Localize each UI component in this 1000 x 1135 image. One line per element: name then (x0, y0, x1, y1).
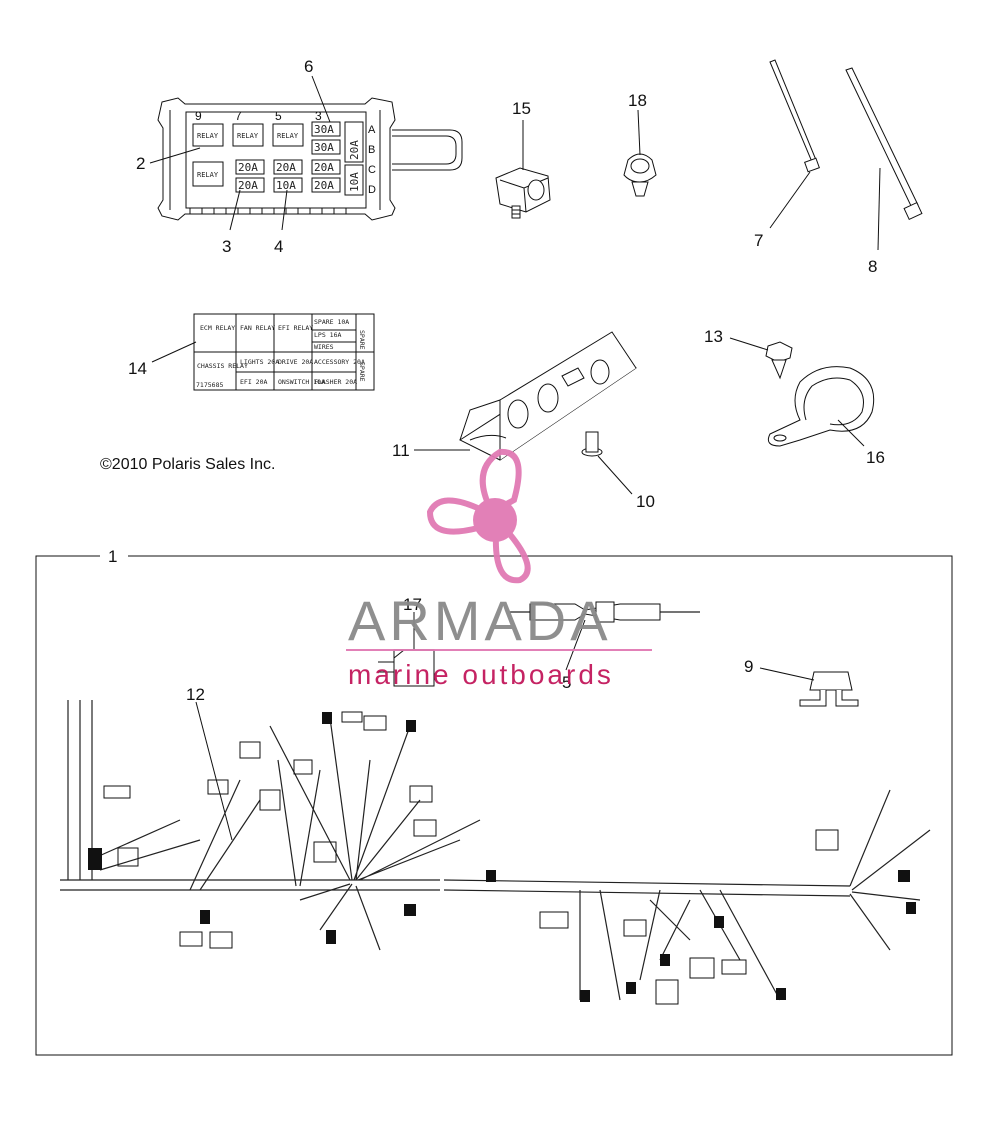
callout-15: 15 (512, 99, 531, 118)
decal-cell: WIRES (314, 343, 334, 351)
fuse-label: 30A (314, 123, 334, 136)
p-clamp-part-16 (767, 366, 875, 447)
decal-cell: ACCESSORY 20A (314, 358, 365, 366)
decal-cell: SPARE (358, 330, 366, 350)
row-letter: B (368, 144, 375, 156)
rivet-part-10 (581, 431, 603, 457)
decal-cell: SPARE (358, 362, 366, 382)
relay-label: RELAY (237, 132, 259, 140)
decal-cell: EFI RELAY (278, 324, 313, 332)
decal-cell: DRIVE 20A (278, 358, 313, 366)
decal-cell: FAN RELAY (240, 324, 275, 332)
bracket-part-11 (458, 331, 637, 461)
fuse-box: 9 7 5 3 RELAY RELAY RELAY RELAY 30A 30A … (157, 97, 463, 221)
armada-watermark: ARMADA marine outboards (346, 448, 652, 690)
decal-cell: SPARE 10A (314, 318, 349, 326)
callout-4: 4 (274, 237, 283, 256)
decal-cell: EFI 20A (240, 378, 267, 386)
cavity-number: 5 (275, 109, 282, 123)
relay-part-17 (378, 649, 435, 687)
row-letter: D (368, 184, 376, 196)
row-letter: A (368, 124, 376, 136)
row-letter: C (368, 164, 376, 176)
fuse-label: 20A (276, 161, 296, 174)
callout-18: 18 (628, 91, 647, 110)
fuse-label: 20A (314, 179, 334, 192)
breaker-part-9 (799, 671, 859, 707)
cable-tie-8 (845, 67, 923, 221)
callout-8: 8 (868, 257, 877, 276)
decal-cell: FLASHER 20A (314, 378, 357, 386)
clip-part-18 (623, 153, 657, 197)
fuse-label: 20A (314, 161, 334, 174)
callout-5: 5 (562, 673, 571, 692)
decal-cell: ONSWITCH 10A (278, 378, 325, 386)
wiring-harness (60, 700, 931, 1005)
decal-cell: CHASSIS RELAY (197, 362, 248, 370)
callout-6: 6 (304, 57, 313, 76)
watermark-tagline: marine outboards (348, 659, 614, 690)
cable-tie-7 (769, 59, 820, 173)
callout-14: 14 (128, 359, 147, 378)
cavity-number: 3 (315, 109, 322, 123)
callout-1: 1 (108, 547, 117, 566)
copyright: ©2010 Polaris Sales Inc. (100, 456, 275, 473)
fuse-label: 20A (348, 140, 361, 160)
callout-2: 2 (136, 154, 145, 173)
decal-part-number: 7175685 (196, 381, 223, 389)
screw-part-13 (765, 341, 793, 380)
decal-cell: LIGHTS 20A (240, 358, 279, 366)
cavity-number: 7 (235, 109, 242, 123)
callout-9: 9 (744, 657, 753, 676)
callout-10: 10 (636, 492, 655, 511)
fuse-label: 30A (314, 141, 334, 154)
callout-11: 11 (392, 441, 410, 460)
decal-cell: LPS 16A (314, 331, 341, 339)
callout-3: 3 (222, 237, 231, 256)
fuse-label: 10A (276, 179, 296, 192)
relay-label: RELAY (277, 132, 299, 140)
fuse-decal-part-14: ECM RELAY FAN RELAY EFI RELAY SPARE 10A … (193, 313, 375, 391)
watermark-brand: ARMADA (348, 589, 612, 652)
fuse-label: 20A (238, 161, 258, 174)
callout-13: 13 (704, 327, 723, 346)
fuse-label: 20A (238, 179, 258, 192)
callout-17: 17 (403, 595, 422, 614)
cavity-number: 9 (195, 109, 202, 123)
connector-part-15 (495, 167, 551, 219)
callout-16: 16 (866, 448, 885, 467)
callout-12: 12 (186, 685, 205, 704)
propeller-logo-icon (426, 448, 531, 584)
callout-7: 7 (754, 231, 763, 250)
decal-cell: ECM RELAY (200, 324, 235, 332)
relay-label: RELAY (197, 171, 219, 179)
fuse-label: 10A (348, 172, 361, 192)
relay-label: RELAY (197, 132, 219, 140)
fuse-holder-part-5 (510, 601, 700, 623)
